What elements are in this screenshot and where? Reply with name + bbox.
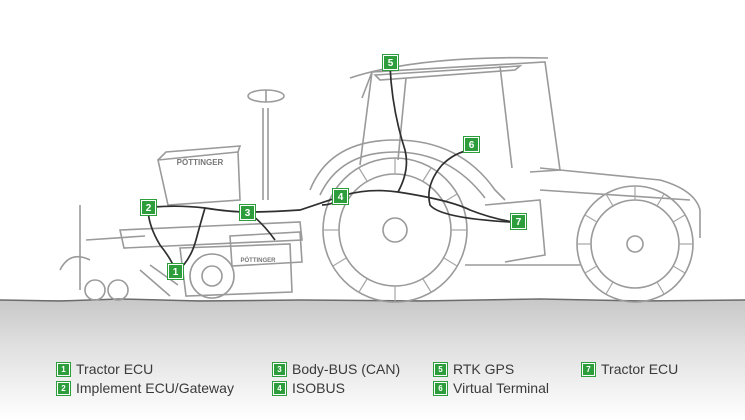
marker-4: 4 bbox=[332, 188, 349, 205]
marker-1: 1 bbox=[167, 263, 184, 280]
tractor-sketch bbox=[309, 56, 701, 303]
marker-7: 7 bbox=[510, 213, 527, 230]
marker-2: 2 bbox=[140, 199, 157, 216]
cable-network bbox=[147, 65, 514, 274]
implement-sketch bbox=[59, 89, 303, 301]
marker-6: 6 bbox=[463, 136, 480, 153]
marker-5: 5 bbox=[382, 54, 399, 71]
marker-3: 3 bbox=[239, 204, 256, 221]
brand-label-frame: PÖTTINGER bbox=[240, 257, 276, 264]
brand-label-hopper: PÖTTINGER bbox=[177, 158, 224, 167]
ground bbox=[0, 300, 745, 420]
